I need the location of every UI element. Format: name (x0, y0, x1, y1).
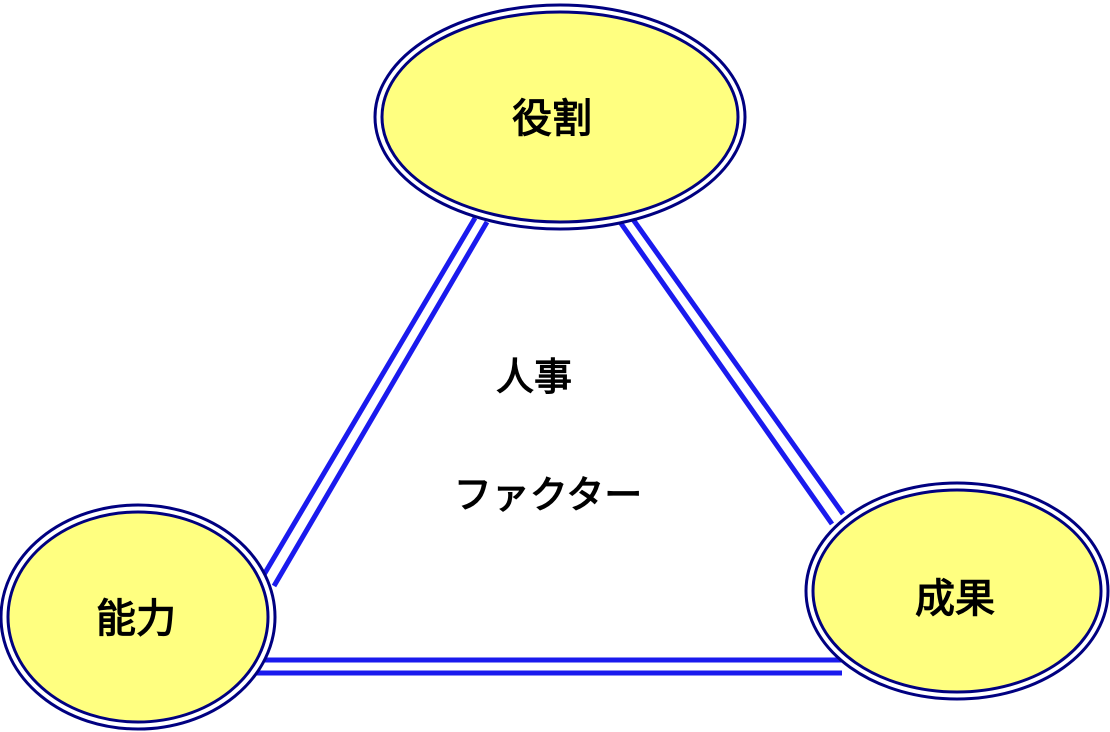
center-label-line1: 人事 (496, 355, 572, 399)
center-label-line2: ファクター (454, 473, 642, 517)
node-left: 能力 (0, 503, 277, 731)
node-left-label: 能力 (96, 596, 176, 642)
node-top: 役割 (373, 3, 747, 231)
connector-left-right (255, 657, 842, 676)
connector-top-left (259, 216, 490, 588)
node-right: 成果 (804, 481, 1110, 701)
node-right-label: 成果 (915, 576, 995, 622)
node-top-label: 役割 (512, 96, 592, 142)
connector-top-right (617, 216, 846, 526)
